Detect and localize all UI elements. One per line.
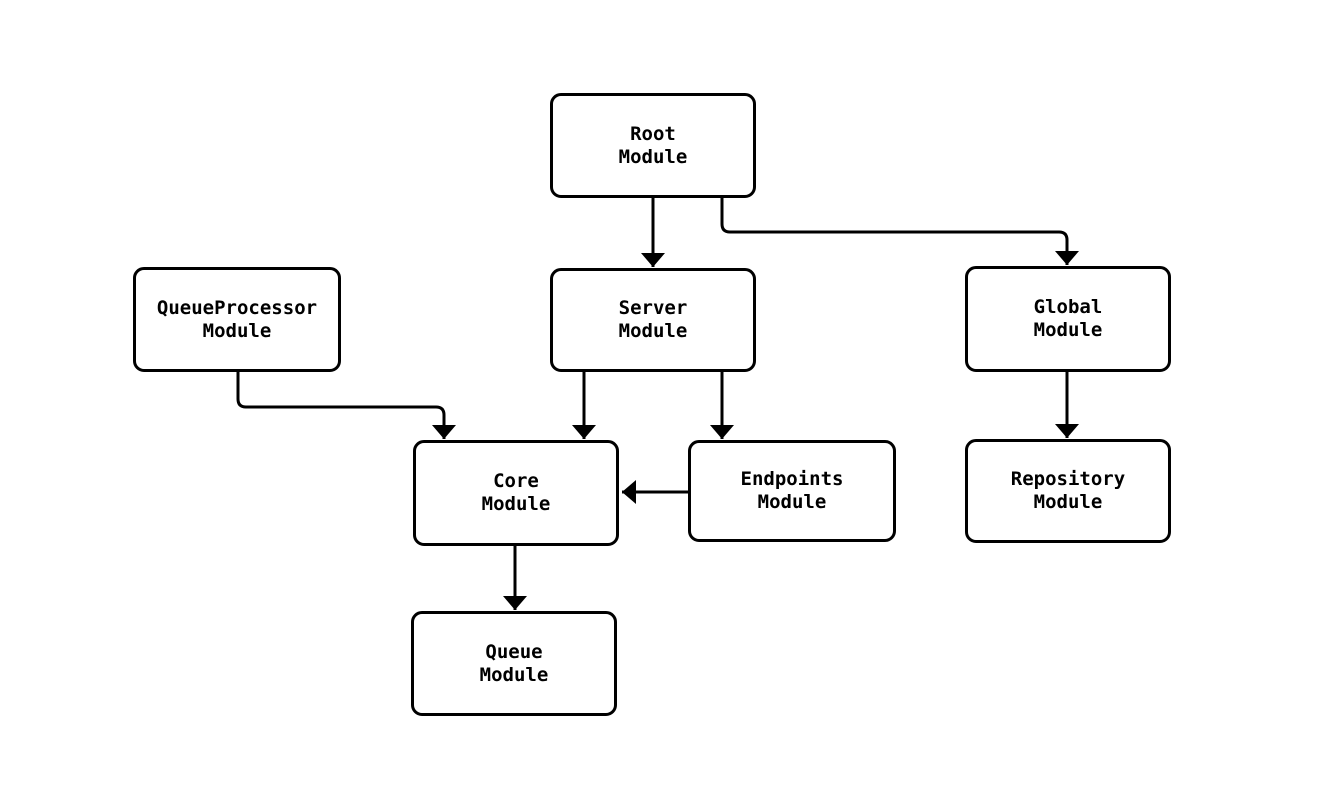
arrowhead-icon [1055, 251, 1079, 265]
arrowhead-icon [572, 425, 596, 439]
arrowhead-icon [641, 253, 665, 267]
arrowhead-icon [710, 425, 734, 439]
node-label: Server Module [618, 297, 688, 342]
node-label: Global Module [1033, 296, 1103, 341]
node-label: Queue Module [479, 640, 549, 686]
node-label: Endpoints Module [740, 468, 844, 513]
arrowhead-icon [622, 480, 636, 504]
node-core-module: Core Module [413, 440, 619, 546]
node-label: QueueProcessor Module [156, 296, 318, 342]
edge-queueprocessor-to-core [236, 372, 446, 439]
node-label: Repository Module [1010, 468, 1126, 513]
node-label: Core Module [481, 470, 551, 515]
node-label: Root Module [618, 122, 688, 168]
node-server-module: Server Module [550, 268, 756, 372]
node-queue-module: Queue Module [411, 611, 617, 716]
arrowhead-icon [1055, 424, 1079, 438]
node-repository-module: Repository Module [965, 439, 1171, 543]
node-global-module: Global Module [965, 266, 1171, 372]
edge-root-to-global [720, 198, 1069, 265]
node-queueprocessor-module: QueueProcessor Module [133, 267, 341, 372]
node-endpoints-module: Endpoints Module [688, 440, 896, 542]
arrowhead-icon [432, 425, 456, 439]
arrowhead-icon [503, 596, 527, 610]
node-root-module: Root Module [550, 93, 756, 198]
